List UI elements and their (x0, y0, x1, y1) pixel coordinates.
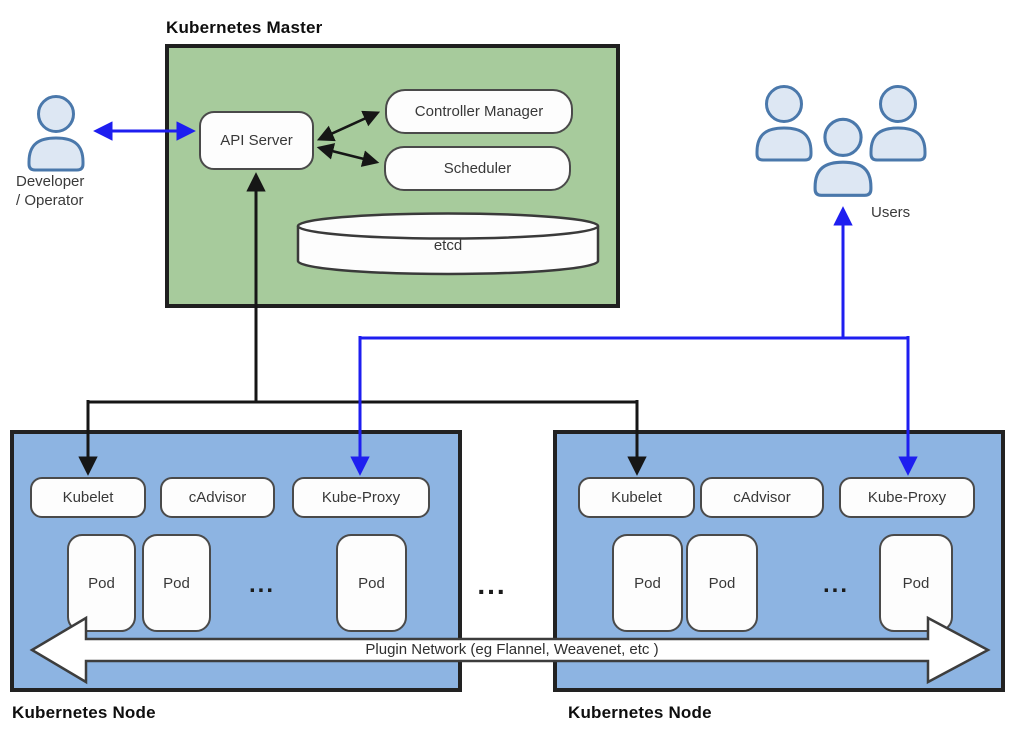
pod-box: Pod (67, 534, 136, 632)
master-title: Kubernetes Master (166, 18, 323, 37)
cadvisor-box-left: cAdvisor (160, 477, 275, 518)
pod-box: Pod (142, 534, 211, 632)
kube-proxy-box-left: Kube-Proxy (292, 477, 430, 518)
pod-box: Pod (686, 534, 758, 632)
cadvisor-box-right: cAdvisor (700, 477, 824, 518)
node-title-right: Kubernetes Node (568, 703, 712, 722)
api-server-box: API Server (199, 111, 314, 170)
nodes-ellipsis: ... (477, 569, 507, 600)
etcd-cylinder (296, 212, 600, 276)
developer-label-line1: Developer (16, 173, 85, 190)
plugin-network-label: Plugin Network (eg Flannel, Weavenet, et… (365, 641, 659, 658)
developer-label: Developer / Operator (16, 172, 84, 210)
kubelet-box-right: Kubelet (578, 477, 695, 518)
pod-box: Pod (612, 534, 683, 632)
kube-proxy-box-right: Kube-Proxy (839, 477, 975, 518)
developer-label-line2: / Operator (16, 192, 84, 209)
controller-manager-box: Controller Manager (385, 89, 573, 134)
pods-ellipsis-left: ... (248, 571, 275, 598)
user-icon-front (813, 117, 873, 197)
developer-person-icon (27, 95, 85, 172)
pod-box: Pod (879, 534, 953, 632)
user-icon-back-right (869, 85, 927, 162)
node-title-left: Kubernetes Node (12, 703, 156, 722)
pods-ellipsis-right: ... (822, 571, 849, 598)
kubelet-box-left: Kubelet (30, 477, 146, 518)
user-icon-back-left (755, 85, 813, 162)
pod-box: Pod (336, 534, 407, 632)
scheduler-box: Scheduler (384, 146, 571, 191)
users-label: Users (871, 204, 911, 221)
etcd-label: etcd (433, 237, 463, 254)
